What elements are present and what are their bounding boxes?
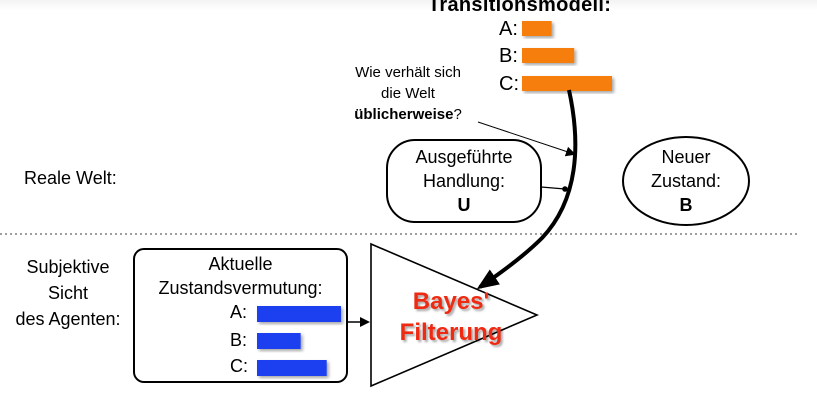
question-arrow <box>477 121 576 157</box>
transition-label-c: C: <box>499 73 519 95</box>
question-text: Wie verhält sich die Welt üblicherweise? <box>333 62 483 125</box>
bayes-line-2: Filterung <box>399 319 503 346</box>
new-state-line-2: Zustand: <box>650 171 722 191</box>
real-world-label: Reale Welt: <box>24 168 117 188</box>
transition-bar-b <box>522 48 575 63</box>
action-connector <box>540 186 566 190</box>
belief-title-line-1: Aktuelle <box>208 254 273 274</box>
agent-line-2: Sicht <box>47 283 89 303</box>
question-emphasis: üblicherweise <box>354 106 454 123</box>
new-state-ellipse <box>622 136 750 226</box>
transition-bar-c <box>522 76 612 91</box>
action-value: U <box>457 195 471 215</box>
transition-bars <box>522 21 612 91</box>
belief-bar-b <box>257 333 301 349</box>
agent-label: Subjektive Sicht des Agenten: <box>6 254 130 332</box>
question-line-2: die Welt <box>381 85 435 102</box>
new-state-text: Neuer Zustand: B <box>623 145 749 217</box>
bayes-filter-text: Bayes' Filterung <box>376 286 526 348</box>
question-end: ? <box>453 106 462 123</box>
belief-bar-c <box>257 360 327 376</box>
belief-bar-a <box>257 306 341 322</box>
bayes-triangle <box>370 242 540 388</box>
belief-label-c: C: <box>230 356 248 376</box>
belief-title-line-2: Zustandsvermutung: <box>158 278 323 298</box>
new-state-value: B <box>679 195 693 215</box>
new-state-line-1: Neuer <box>661 147 711 167</box>
action-line-2: Handlung: <box>422 171 506 191</box>
agent-line-3: des Agenten: <box>15 309 121 329</box>
belief-label-a: A: <box>230 302 248 322</box>
action-box <box>386 139 542 223</box>
belief-title: Aktuelle Zustandsvermutung: <box>134 252 347 300</box>
question-line-3: üblicherweise? <box>333 104 483 125</box>
transition-label-a: A: <box>499 18 518 40</box>
belief-bars <box>257 306 341 376</box>
action-line-1: Ausgeführte <box>415 147 513 167</box>
transition-bar-a <box>522 21 552 36</box>
transition-to-filter-arrow <box>476 89 578 290</box>
belief-label-b: B: <box>230 330 248 350</box>
action-box-text: Ausgeführte Handlung: U <box>387 145 541 217</box>
junction-dot <box>562 186 568 192</box>
question-line-1: Wie verhält sich <box>355 64 461 81</box>
transition-label-b: B: <box>499 45 518 67</box>
agent-line-1: Subjektive <box>26 257 110 277</box>
transition-model-title: Transitionsmodell: <box>428 0 612 16</box>
bayes-line-1: Bayes' <box>412 288 490 315</box>
